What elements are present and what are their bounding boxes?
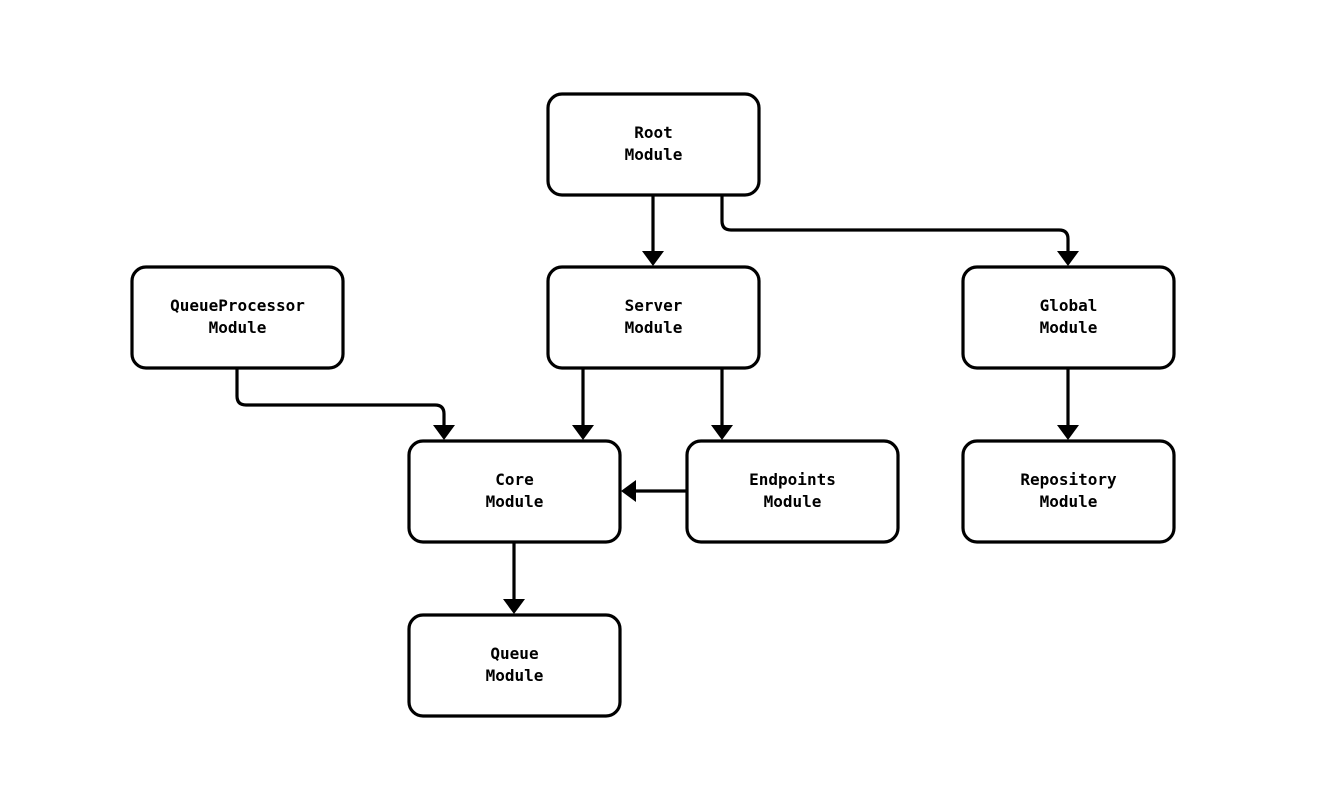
edge-root-to-server	[642, 195, 664, 266]
node-box[interactable]	[130, 265, 345, 370]
node-label-line2: Module	[486, 492, 544, 511]
node-label-line2: Module	[625, 318, 683, 337]
node-layer: RootModuleQueueProcessorModuleServerModu…	[130, 92, 1176, 718]
edge-server-to-endpoints	[711, 368, 733, 440]
edge-layer	[235, 195, 1079, 614]
edge-global-to-repository	[1057, 368, 1079, 440]
arrow-head-icon	[433, 425, 455, 440]
node-label-line1: Global	[1040, 296, 1098, 315]
node-label-line1: QueueProcessor	[170, 296, 305, 315]
node-label-line1: Queue	[490, 644, 538, 663]
node-box[interactable]	[685, 439, 900, 544]
edge-server-to-core	[572, 368, 594, 440]
node-label-line1: Repository	[1020, 470, 1117, 489]
arrow-head-icon	[1057, 425, 1079, 440]
arrow-head-icon	[621, 480, 636, 502]
arrow-head-icon	[711, 425, 733, 440]
edge-line	[720, 195, 1070, 256]
edge-endpoints-to-core	[621, 480, 687, 502]
node-box[interactable]	[961, 265, 1176, 370]
node-label-line2: Module	[486, 666, 544, 685]
node-label-line1: Server	[625, 296, 683, 315]
node-box[interactable]	[546, 265, 761, 370]
edge-line	[235, 368, 446, 430]
node-label-line2: Module	[1040, 492, 1098, 511]
edge-queueprocessor-to-core	[235, 368, 455, 440]
node-label-line2: Module	[625, 145, 683, 164]
arrow-head-icon	[572, 425, 594, 440]
node-label-line2: Module	[1040, 318, 1098, 337]
edge-core-to-queue	[503, 542, 525, 614]
arrow-head-icon	[1057, 251, 1079, 266]
arrow-head-icon	[503, 599, 525, 614]
node-box[interactable]	[546, 92, 761, 197]
node-label-line2: Module	[209, 318, 267, 337]
node-label-line1: Core	[495, 470, 534, 489]
node-label-line1: Root	[634, 123, 673, 142]
node-box[interactable]	[961, 439, 1176, 544]
node-label-line1: Endpoints	[749, 470, 836, 489]
node-box[interactable]	[407, 439, 622, 544]
node-label-line2: Module	[764, 492, 822, 511]
arrow-head-icon	[642, 251, 664, 266]
node-box[interactable]	[407, 613, 622, 718]
edge-root-to-global	[720, 195, 1079, 266]
